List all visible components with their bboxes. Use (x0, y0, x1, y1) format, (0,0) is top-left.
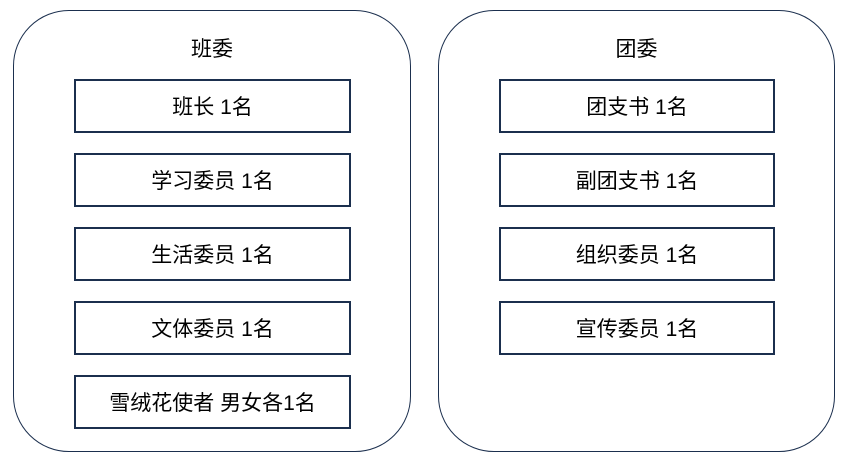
youth-league-box-list: 团支书 1名 副团支书 1名 组织委员 1名 宣传委员 1名 (499, 79, 775, 355)
role-box-league-secretary: 团支书 1名 (499, 79, 775, 133)
role-box-publicity-committee: 宣传委员 1名 (499, 301, 775, 355)
panel-youth-league-committee: 团委 团支书 1名 副团支书 1名 组织委员 1名 宣传委员 1名 (438, 10, 835, 452)
panel-class-committee-title: 班委 (191, 38, 233, 61)
class-committee-box-list: 班长 1名 学习委员 1名 生活委员 1名 文体委员 1名 雪绒花使者 男女各1… (74, 79, 351, 429)
role-label: 班长 1名 (172, 96, 253, 119)
role-label: 团支书 1名 (586, 96, 688, 119)
role-label: 副团支书 1名 (575, 170, 699, 193)
role-label: 生活委员 1名 (151, 244, 274, 267)
role-label: 组织委员 1名 (575, 244, 699, 267)
role-label: 文体委员 1名 (151, 318, 274, 341)
role-box-class-monitor: 班长 1名 (74, 79, 351, 133)
role-label: 学习委员 1名 (151, 170, 274, 193)
role-label: 雪绒花使者 男女各1名 (109, 392, 316, 415)
role-box-life-committee: 生活委员 1名 (74, 227, 351, 281)
role-box-edelweiss-ambassador: 雪绒花使者 男女各1名 (74, 375, 351, 429)
panel-class-committee: 班委 班长 1名 学习委员 1名 生活委员 1名 文体委员 1名 雪绒花使者 男… (13, 10, 411, 452)
panel-youth-league-committee-title: 团委 (615, 38, 658, 61)
role-label: 宣传委员 1名 (575, 318, 699, 341)
role-box-arts-sports-committee: 文体委员 1名 (74, 301, 351, 355)
role-box-study-committee: 学习委员 1名 (74, 153, 351, 207)
role-box-organization-committee: 组织委员 1名 (499, 227, 775, 281)
role-box-deputy-league-secretary: 副团支书 1名 (499, 153, 775, 207)
